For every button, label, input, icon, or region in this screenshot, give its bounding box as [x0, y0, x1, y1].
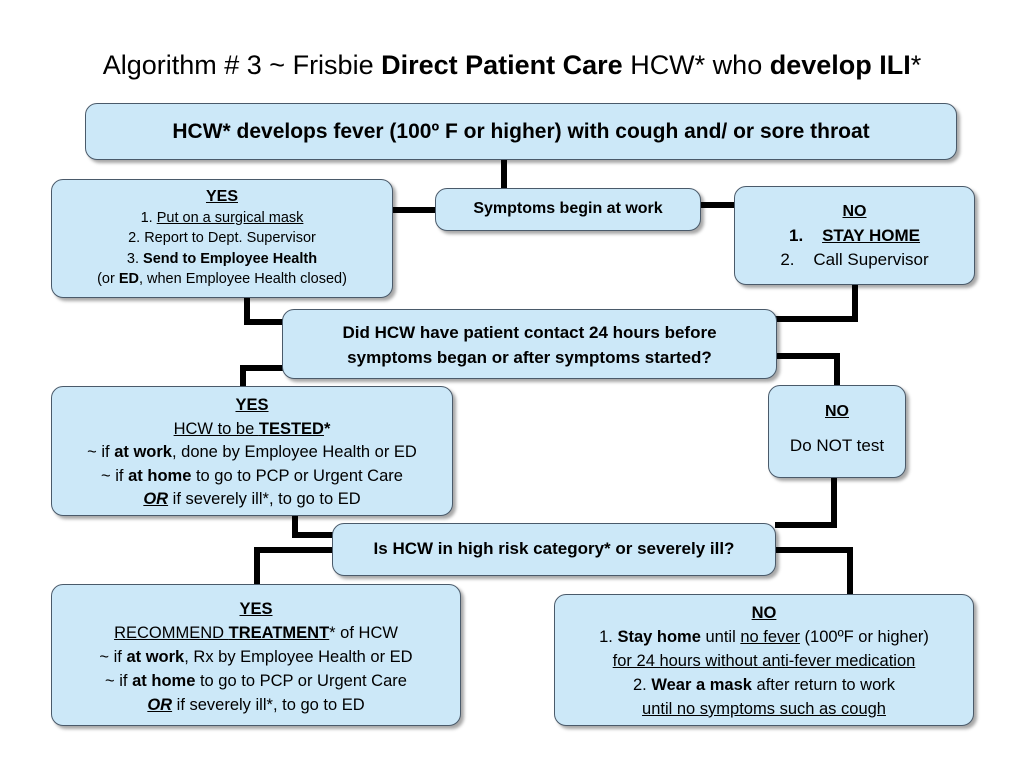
tested-severely-ill: OR if severely ill*, to go to ED	[143, 490, 361, 508]
question-high-risk: Is HCW in high risk category* or severel…	[332, 523, 776, 576]
step-mask: 1. Put on a surgical mask	[140, 209, 304, 226]
connector-no2-to-q3	[775, 478, 837, 528]
yes-heading: YES	[235, 396, 269, 414]
yes-box-at-work: YES 1. Put on a surgical mask 2. Report …	[51, 179, 393, 298]
no-heading: NO	[751, 604, 777, 622]
wear-mask: 2. Wear a mask after return to work	[632, 676, 896, 694]
hcw-to-be-tested: HCW to be TESTED*	[173, 419, 331, 438]
question-patient-contact-line1: Did HCW have patient contact 24 hours be…	[342, 323, 717, 342]
tested-at-work: ~ if at work, done by Employee Health or…	[87, 443, 417, 461]
no-box-stay-home: NO 1. Stay home until no fever (100ºF or…	[554, 594, 974, 726]
yes-heading: YES	[239, 600, 273, 618]
step-call-supervisor: 2. Call Supervisor	[780, 250, 929, 269]
step-ed-note: (or ED, when Employee Health closed)	[97, 271, 347, 287]
fever-box-text: HCW* develops fever (100º F or higher) w…	[172, 120, 870, 143]
no-heading: NO	[842, 203, 867, 220]
connector-q3-to-yes3	[254, 547, 334, 584]
question-high-risk-text: Is HCW in high risk category* or severel…	[373, 539, 735, 558]
step-employee-health: 3. Send to Employee Health	[126, 250, 318, 267]
question-symptoms-at-work: Symptoms begin at work	[435, 188, 701, 231]
recommend-treatment: RECOMMEND TREATMENT* of HCW	[114, 624, 398, 642]
step-report: 2. Report to Dept. Supervisor	[128, 230, 316, 246]
yes-box-tested: YES HCW to be TESTED* ~ if at work, done…	[51, 386, 453, 516]
question-symptoms-at-work-text: Symptoms begin at work	[473, 200, 663, 217]
connector-yes1-to-q2	[244, 298, 285, 325]
connector-q2-to-yes2	[240, 365, 285, 386]
fever-box: HCW* develops fever (100º F or higher) w…	[85, 103, 957, 160]
no-heading: NO	[825, 403, 849, 420]
connector-no1-to-q2	[775, 285, 858, 322]
treatment-at-home: ~ if at home to go to PCP or Urgent Care	[105, 672, 407, 690]
without-anti-fever: for 24 hours without anti-fever medicati…	[612, 652, 916, 670]
do-not-test-text: Do NOT test	[789, 436, 885, 455]
yes-heading: YES	[205, 188, 238, 205]
tested-at-home: ~ if at home to go to PCP or Urgent Care	[101, 466, 403, 485]
connector-q2-to-no2	[775, 353, 840, 385]
no-box-do-not-test: NO Do NOT test	[768, 385, 906, 478]
question-patient-contact-line2: symptoms began or after symptoms started…	[347, 348, 712, 367]
connector-q3-to-no3	[775, 547, 853, 594]
no-box-not-at-work: NO 1. STAY HOME 2. Call Supervisor	[734, 186, 975, 285]
page-title: Algorithm # 3 ~ Frisbie Direct Patient C…	[102, 50, 922, 80]
yes-box-treatment: YES RECOMMEND TREATMENT* of HCW ~ if at …	[51, 584, 461, 726]
stay-home-until-no-fever: 1. Stay home until no fever (100ºF or hi…	[599, 628, 929, 646]
treatment-severely-ill: OR if severely ill*, to go to ED	[147, 696, 365, 714]
question-patient-contact: Did HCW have patient contact 24 hours be…	[282, 309, 777, 379]
until-no-symptoms: until no symptoms such as cough	[642, 700, 886, 718]
treatment-at-work: ~ if at work, Rx by Employee Health or E…	[99, 648, 413, 666]
step-stay-home: 1. STAY HOME	[788, 226, 921, 245]
connector-yes2-to-q3	[292, 516, 334, 538]
